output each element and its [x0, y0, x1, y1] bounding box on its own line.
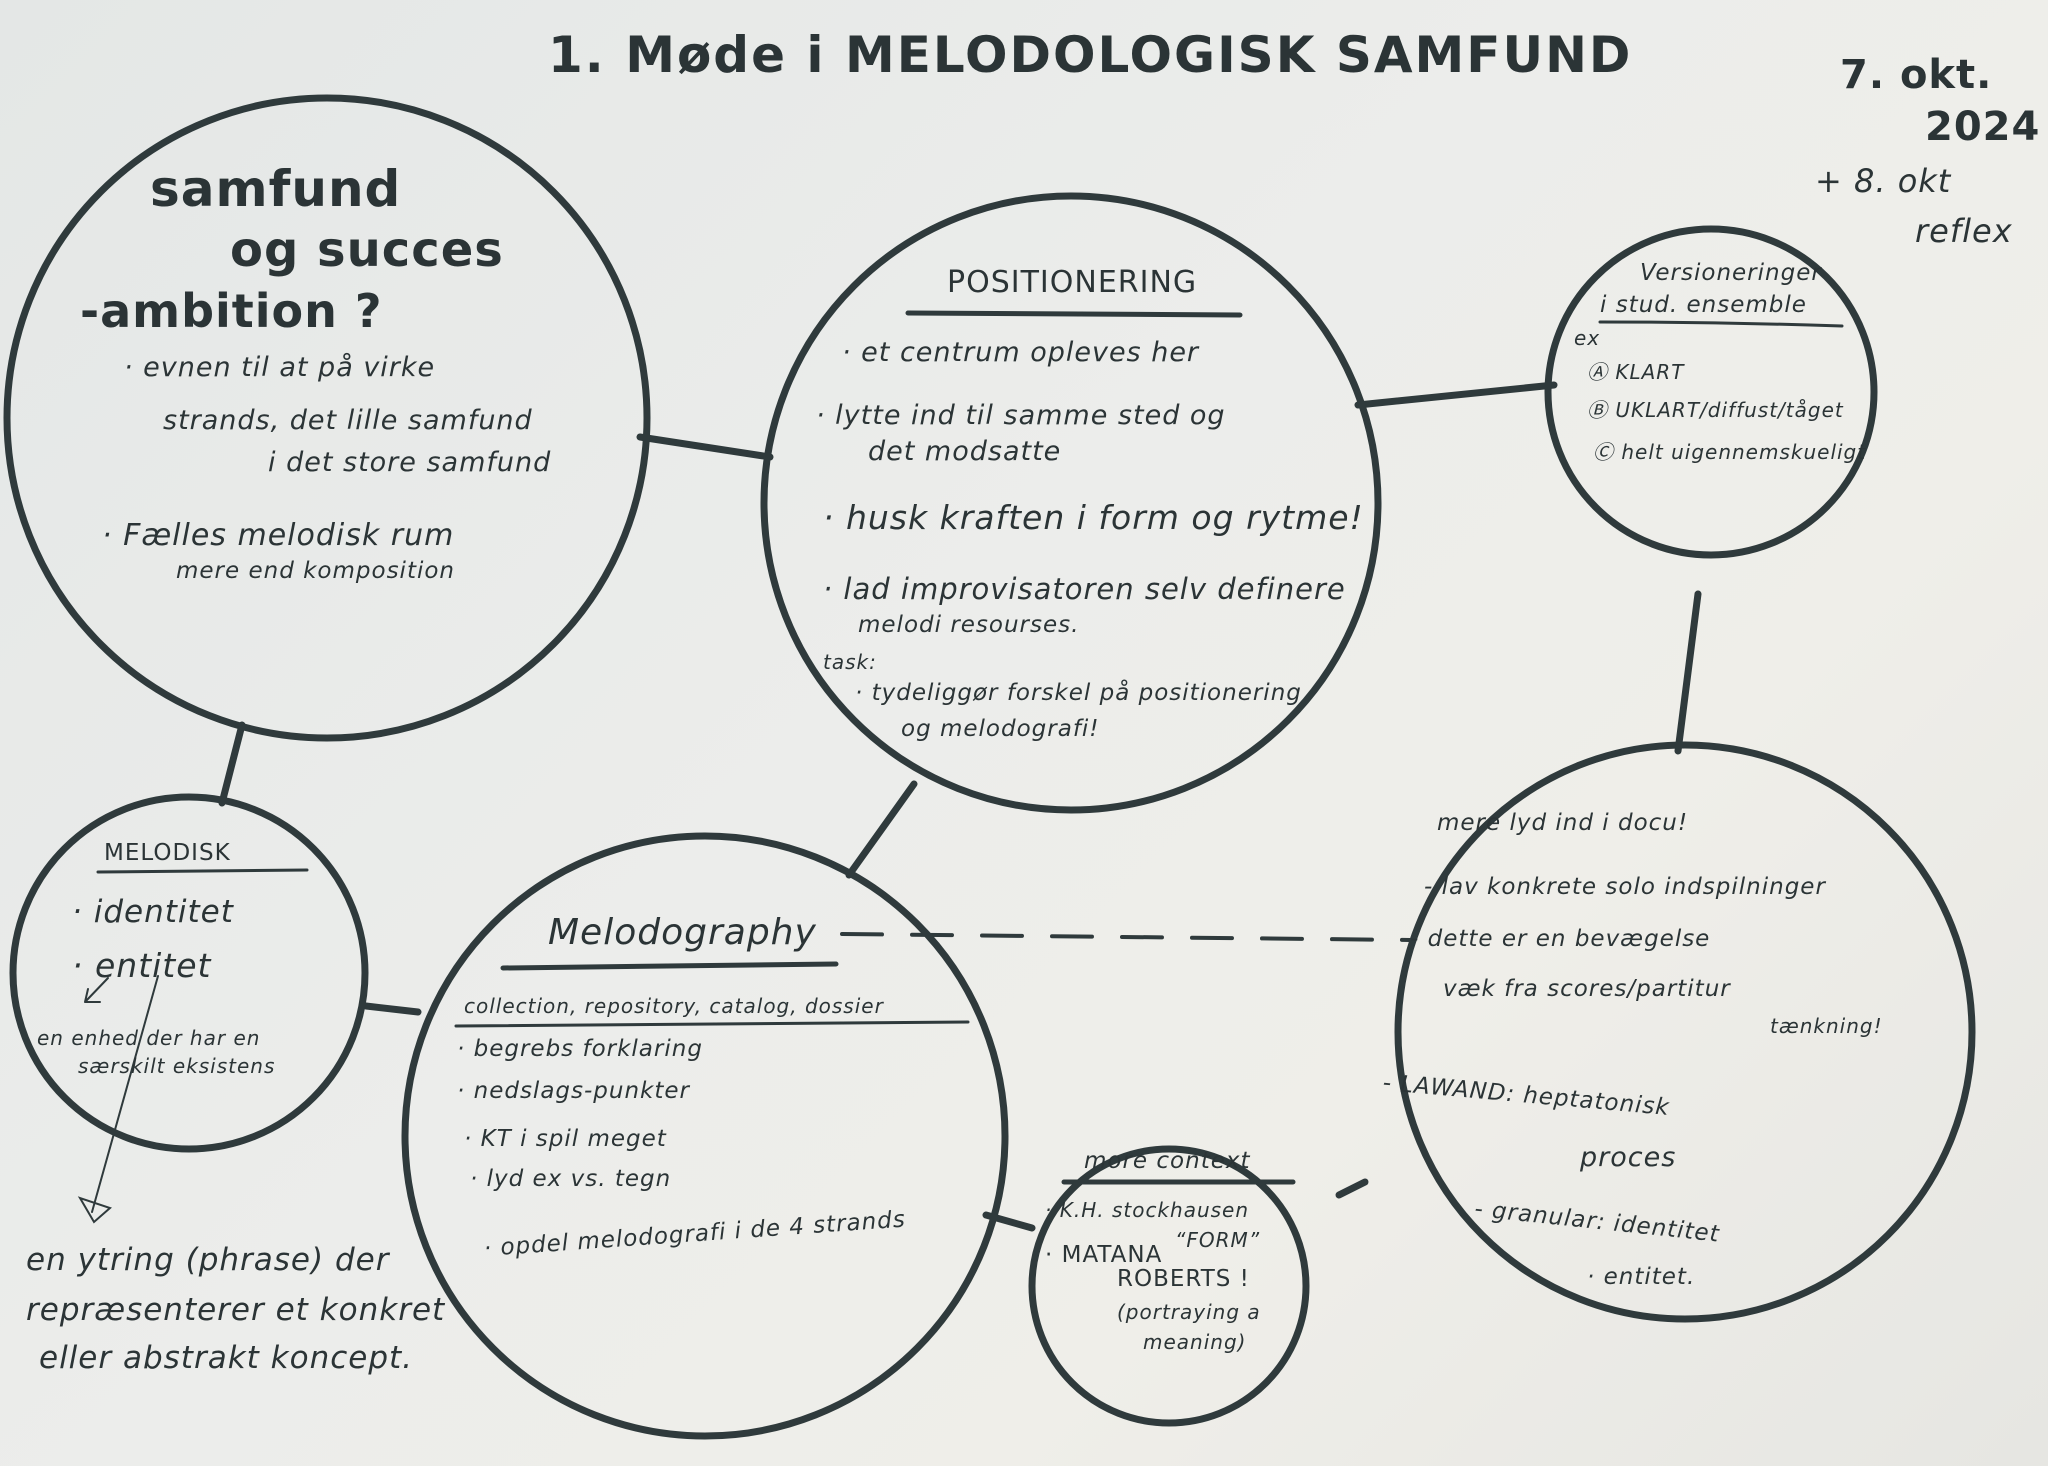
positionering-item: task: — [823, 650, 877, 674]
docu-item: væk fra scores/partitur — [1443, 976, 1731, 1002]
melodisk-title: MELODISK — [104, 840, 231, 866]
connector-versioneringer-docu — [1674, 590, 1702, 755]
samfund-item: strands, det lille samfund — [163, 405, 533, 436]
versioneringer-ex: ex — [1574, 326, 1601, 350]
date-extra1: + 8. okt — [1815, 162, 1952, 200]
docu-item: · entitet. — [1587, 1264, 1696, 1290]
docu-item: proces — [1580, 1142, 1677, 1173]
samfund-item: mere end komposition — [176, 558, 456, 584]
connector-melodisk-melodography — [362, 1002, 422, 1016]
underline-positionering — [905, 310, 1243, 318]
underline-melodisk — [96, 868, 309, 874]
circle-melodisk — [9, 793, 369, 1153]
versioneringer-item: Ⓑ UKLART/diffust/tåget — [1587, 398, 1844, 422]
melodography-item: · begrebs forklaring — [457, 1036, 703, 1062]
docu-item: mere lyd ind i docu! — [1437, 810, 1689, 836]
circle-more-context — [1028, 1145, 1310, 1427]
positionering-item: · lytte ind til samme sted og — [816, 400, 1226, 431]
melodisk-item: særskilt eksistens — [78, 1054, 276, 1078]
underline-collection — [454, 1020, 970, 1028]
melodisk-item: · identitet — [72, 894, 234, 930]
melodisk-note: repræsenterer et konkret — [26, 1292, 446, 1328]
melodography-item: · KT i spil meget — [464, 1126, 667, 1152]
versioneringer-item: Ⓒ helt uigennemskueligt — [1593, 440, 1867, 464]
circle-versioneringer — [1544, 225, 1878, 559]
melodography-title: Melodography — [548, 912, 817, 953]
versioneringer-title-2: i stud. ensemble — [1600, 292, 1807, 318]
connector-samfund-positionering — [636, 433, 774, 461]
arrow-entitet-note — [77, 975, 159, 1224]
circle-samfund — [3, 94, 651, 742]
more-context-item: · K.H. stockhausen — [1045, 1198, 1250, 1222]
date-line2: 2024 — [1925, 104, 2041, 150]
samfund-title-3: -ambition ? — [80, 284, 383, 338]
more-context-item: meaning) — [1143, 1330, 1247, 1354]
underline-melodography — [500, 961, 839, 971]
positionering-title: POSITIONERING — [947, 265, 1198, 300]
positionering-item: · tydeliggør forskel på positionering — [855, 680, 1302, 706]
docu-item: - dette er en bevægelse — [1410, 926, 1711, 952]
circle-docu — [1394, 741, 1976, 1323]
connector-context-docu — [1335, 1178, 1369, 1199]
arrow-entitet-definition — [84, 977, 109, 1003]
more-context-title: more context — [1084, 1148, 1251, 1174]
melodisk-note: en ytring (phrase) der — [26, 1242, 390, 1278]
more-context-item: ROBERTS ! — [1117, 1266, 1250, 1292]
more-context-item: “FORM” — [1175, 1228, 1261, 1252]
connector-positionering-melodography — [845, 780, 918, 879]
circle-positionering — [760, 192, 1382, 814]
underline-versioneringer — [1598, 320, 1844, 328]
positionering-item: det modsatte — [868, 436, 1062, 467]
page-title: 1. Møde i MELODOLOGISK SAMFUND — [548, 26, 1633, 84]
versioneringer-item: Ⓐ KLART — [1587, 360, 1685, 384]
circle-melodography — [401, 832, 1009, 1440]
more-context-item: (portraying a — [1117, 1300, 1261, 1324]
date-line1: 7. okt. — [1840, 52, 1993, 98]
positionering-item: · lad improvisatoren selv definere — [823, 572, 1346, 606]
positionering-item: og melodografi! — [901, 716, 1100, 742]
melodography-subtitle: collection, repository, catalog, dossier — [464, 994, 884, 1018]
melodography-item: · lyd ex vs. tegn — [470, 1166, 672, 1192]
positionering-item: · et centrum opleves her — [842, 337, 1200, 368]
melodography-item: · nedslags-punkter — [457, 1078, 690, 1104]
samfund-item: i det store samfund — [268, 447, 552, 478]
samfund-item: · evnen til at på virke — [124, 352, 436, 383]
samfund-title-2: og succes — [230, 222, 504, 278]
more-context-item: · MATANA — [1045, 1242, 1163, 1268]
melodisk-note: eller abstrakt koncept. — [39, 1340, 414, 1376]
connector-positionering-versioneringer — [1354, 381, 1558, 409]
versioneringer-title-1: Versioneringer — [1640, 260, 1822, 286]
samfund-title-1: samfund — [150, 160, 402, 218]
docu-item: - lav konkrete solo indspilninger — [1424, 874, 1826, 900]
melodisk-item: · entitet — [72, 946, 212, 985]
positionering-item: · husk kraften i form og rytme! — [823, 498, 1364, 537]
dashed-connector-melodography-docu — [840, 932, 1412, 942]
samfund-item: · Fælles melodisk rum — [102, 518, 455, 553]
positionering-item: melodi resourses. — [858, 612, 1080, 638]
connector-samfund-melodisk — [218, 721, 246, 807]
melodisk-item: en enhed der har en — [37, 1026, 261, 1050]
date-extra2: reflex — [1915, 212, 2013, 250]
docu-item: tænkning! — [1770, 1014, 1883, 1038]
